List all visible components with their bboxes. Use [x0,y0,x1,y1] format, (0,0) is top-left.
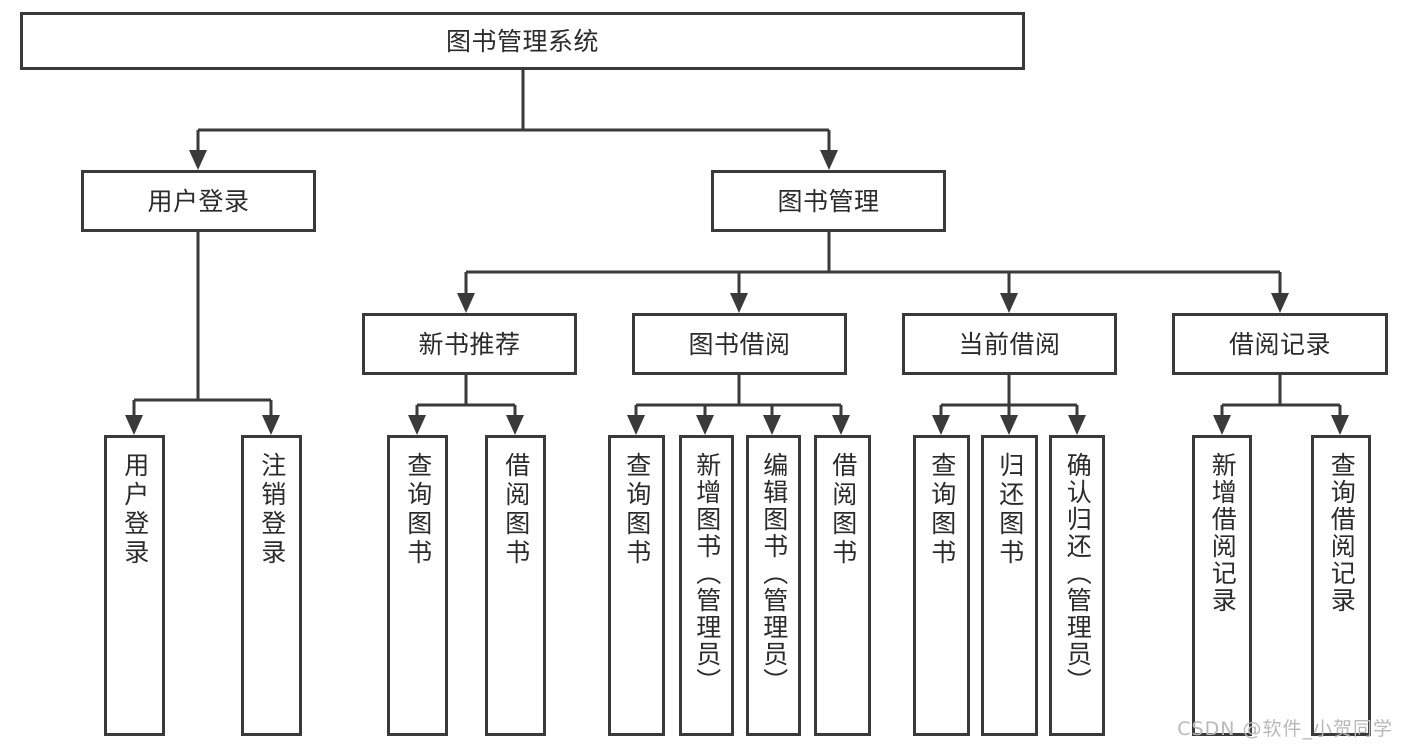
leaf-book-borrow-borrow[interactable]: 借阅图书 [814,435,871,736]
node-book-borrow[interactable]: 图书借阅 [632,313,847,375]
leaf-current-borrow-query[interactable]: 查询图书 [913,435,970,736]
leaf-borrow-record-add[interactable]: 新增借阅记录 [1192,435,1252,736]
node-label: 归还图书 [995,452,1025,568]
leaf-book-borrow-query[interactable]: 查询图书 [608,435,665,736]
leaf-user-login-logout[interactable]: 注销登录 [241,435,302,736]
node-label: 查询借阅记录 [1327,452,1357,614]
node-label: 用户登录 [147,186,250,216]
node-root-system[interactable]: 图书管理系统 [20,12,1025,70]
leaf-user-login-login[interactable]: 用户登录 [104,435,165,736]
node-label: 借阅记录 [1228,329,1331,359]
node-label: 图书管理系统 [445,26,599,56]
node-label: 查询图书 [622,452,652,568]
leaf-borrow-record-query[interactable]: 查询借阅记录 [1311,435,1371,736]
node-label: 新增图书（管理员） [692,452,722,695]
leaf-new-book-query[interactable]: 查询图书 [387,435,448,736]
node-label: 借阅图书 [501,452,531,568]
node-label: 新书推荐 [418,329,521,359]
node-label: 查询图书 [927,452,957,568]
node-label: 当前借阅 [958,329,1061,359]
node-current-borrow[interactable]: 当前借阅 [902,313,1117,375]
csdn-watermark: CSDN @软件_小贺同学 [1177,718,1393,740]
node-new-book-recommend[interactable]: 新书推荐 [362,313,577,375]
leaf-book-borrow-edit[interactable]: 编辑图书（管理员） [746,435,801,736]
leaf-current-borrow-return[interactable]: 归还图书 [981,435,1038,736]
node-label: 图书管理 [777,186,880,216]
node-label: 确认归还（管理员） [1063,452,1093,695]
leaf-new-book-borrow[interactable]: 借阅图书 [485,435,546,736]
node-label: 借阅图书 [828,452,858,568]
node-label: 编辑图书（管理员） [759,452,789,695]
node-label: 查询图书 [403,452,433,568]
node-label: 用户登录 [120,452,150,568]
node-user-login[interactable]: 用户登录 [81,170,316,232]
node-borrow-record[interactable]: 借阅记录 [1172,313,1388,375]
leaf-book-borrow-add[interactable]: 新增图书（管理员） [679,435,734,736]
leaf-current-borrow-confirm-return[interactable]: 确认归还（管理员） [1049,435,1105,736]
node-label: 新增借阅记录 [1208,452,1238,614]
node-label: 注销登录 [257,452,287,568]
node-book-management[interactable]: 图书管理 [711,170,946,232]
node-label: 图书借阅 [688,329,791,359]
